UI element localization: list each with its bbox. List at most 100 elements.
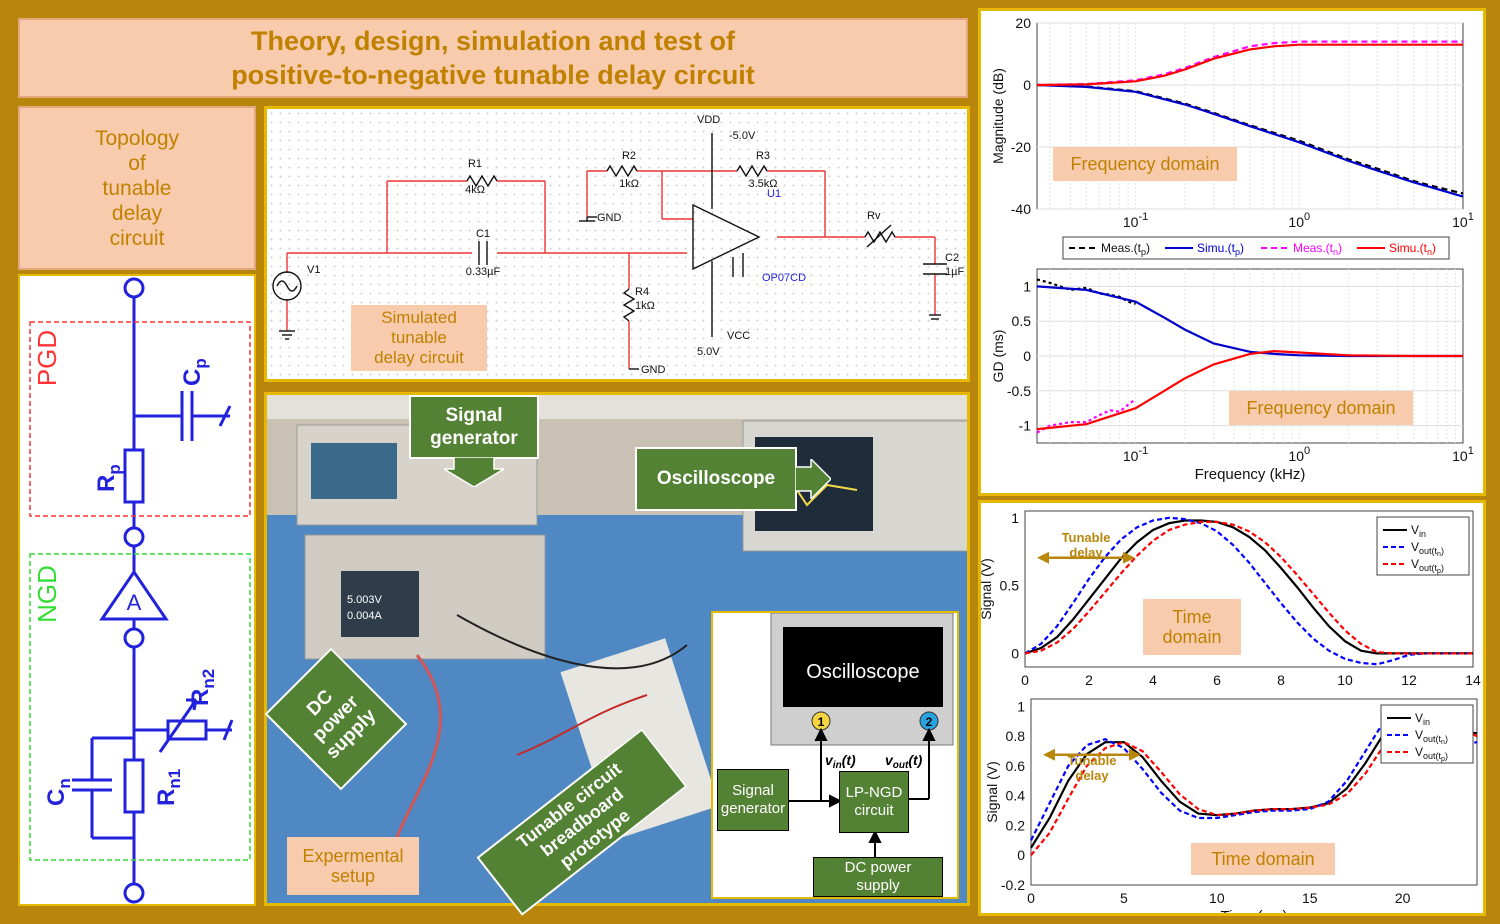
legend-sub: n (1333, 247, 1338, 257)
y-tick-label: 0 (1023, 77, 1031, 93)
title-banner: Theory, design, simulation and test of p… (18, 18, 968, 98)
cp-label: Cp (179, 358, 210, 386)
legend-label: Meas.(tp) (1101, 241, 1150, 257)
block-signal-generator: Signal generator (717, 769, 789, 831)
y-tick-label: 0 (1017, 847, 1025, 863)
legend-close: ) (1441, 546, 1444, 556)
x-tick-exponent: 0 (1304, 445, 1310, 457)
y-tick-label: -20 (1011, 139, 1031, 155)
magnitude-annotation: Frequency domain (1053, 147, 1237, 181)
legend-close: ) (1146, 241, 1150, 255)
legend-sub: p (1141, 247, 1146, 257)
legend-sub: p (1235, 247, 1240, 257)
simulated-circuit-panel: R1 4kΩ C1 0.33µF R2 1kΩ R3 3.5kΩ U1 OP07… (264, 106, 970, 382)
r4-value: 1kΩ (635, 300, 655, 312)
series-line (1036, 83, 1464, 198)
series-line (1036, 43, 1463, 87)
x-tick-exponent: 1 (1468, 211, 1474, 223)
rp-label: Rp (93, 464, 124, 492)
x-tick-label: 15 (1302, 890, 1318, 906)
amp-label: A (127, 590, 142, 615)
gnd-label-1: GND (597, 212, 622, 224)
legend-sub: out(t (1423, 734, 1442, 744)
tunable-delay-arrowhead (1037, 551, 1049, 564)
x-tick-label: 14 (1465, 672, 1481, 688)
vdd-value: -5.0V (729, 130, 756, 142)
x-tick-label: 0 (1021, 672, 1029, 688)
series-line (1024, 516, 1473, 666)
y-tick-label: 0 (1011, 645, 1019, 661)
vcc-label: VCC (727, 330, 750, 342)
signal-generator-label: Signal generator (409, 395, 539, 459)
block-oscilloscope-label: Oscilloscope (806, 661, 919, 683)
y-axis-label: Magnitude (dB) (990, 68, 1006, 164)
time-annotation-1: Time domain (1143, 599, 1241, 655)
topology-schematic: PGD NGD Cp Rp A Rn2 Rn1 Cn (18, 274, 256, 906)
y-tick-label: 0 (1023, 348, 1031, 364)
c1-label: C1 (476, 228, 490, 240)
pgd-box (29, 321, 251, 517)
legend-sub2: p (1441, 756, 1445, 763)
gnd-label-2: GND (641, 364, 666, 376)
x-tick-label: 10-1 (1123, 445, 1148, 464)
x-tick-label: 10 (1337, 672, 1353, 688)
legend-sub: out(t (1419, 546, 1438, 556)
legend-sub2: n (1437, 551, 1441, 558)
vin-label: vin(t) (825, 752, 856, 771)
x-tick-label: 2 (1085, 672, 1093, 688)
y-axis-label: GD (ms) (990, 330, 1006, 383)
legend-close: ) (1240, 241, 1244, 255)
channel-1-label: 1 (818, 715, 825, 729)
x-axis-label: Time (ms) (1221, 908, 1288, 913)
x-tick-exponent: -1 (1138, 445, 1148, 457)
y-tick-label: -1 (1019, 418, 1032, 434)
oscilloscope-label: Oscilloscope (635, 447, 797, 511)
experimental-setup-label: Expermental setup (287, 837, 419, 895)
x-tick-label: 4 (1149, 672, 1157, 688)
tunable-delay-label: Tunable (1068, 753, 1117, 768)
legend-sub2: n (1441, 739, 1445, 746)
x-tick-exponent: 0 (1304, 211, 1310, 223)
mid-terminal-1 (123, 526, 145, 548)
x-tick-label: 8 (1277, 672, 1285, 688)
rp-resistor (123, 448, 145, 504)
x-tick-exponent: -1 (1138, 211, 1148, 223)
y-tick-label: 20 (1015, 15, 1031, 31)
ngd-box (29, 553, 251, 861)
legend-close: ) (1441, 563, 1444, 573)
page-title: Theory, design, simulation and test of p… (231, 26, 755, 90)
cn-label: Cn (43, 778, 74, 806)
tunable-delay-arrowhead (1043, 748, 1055, 761)
legend-close: ) (1445, 734, 1448, 744)
topology-label-box: Topology of tunable delay circuit (18, 106, 256, 270)
r2-value: 1kΩ (619, 178, 639, 190)
r4-label: R4 (635, 286, 649, 298)
vout-label: vout(t) (885, 752, 923, 771)
x-tick-exponent: 1 (1468, 445, 1474, 457)
x-tick-label: 10 (1209, 890, 1225, 906)
y-tick-label: -0.2 (1001, 877, 1025, 893)
y-tick-label: -40 (1011, 201, 1031, 217)
mid-terminal-2 (123, 627, 145, 649)
rn1-resistor (123, 758, 145, 814)
series-line (1036, 349, 1463, 431)
legend-label: Meas.(tn) (1293, 241, 1342, 257)
x-tick-label: 101 (1452, 445, 1474, 464)
input-terminal (123, 277, 145, 299)
r3-label: R3 (756, 150, 770, 162)
signal-generator-arrow (444, 457, 504, 487)
dc-supply-readout-2: 0.004A (347, 610, 383, 622)
tunable-delay-arrowhead (1123, 551, 1135, 564)
block-dc-power-supply: DC power supply (813, 857, 943, 897)
y-tick-label: 1 (1011, 510, 1019, 526)
y-tick-label: 0.5 (1000, 578, 1020, 594)
r2-label: R2 (622, 150, 636, 162)
y-tick-label: 1 (1023, 278, 1031, 294)
legend-sub: out(t (1419, 563, 1438, 573)
topology-schematic-svg: PGD NGD Cp Rp A Rn2 Rn1 Cn (29, 277, 251, 904)
x-tick-label: 12 (1401, 672, 1417, 688)
